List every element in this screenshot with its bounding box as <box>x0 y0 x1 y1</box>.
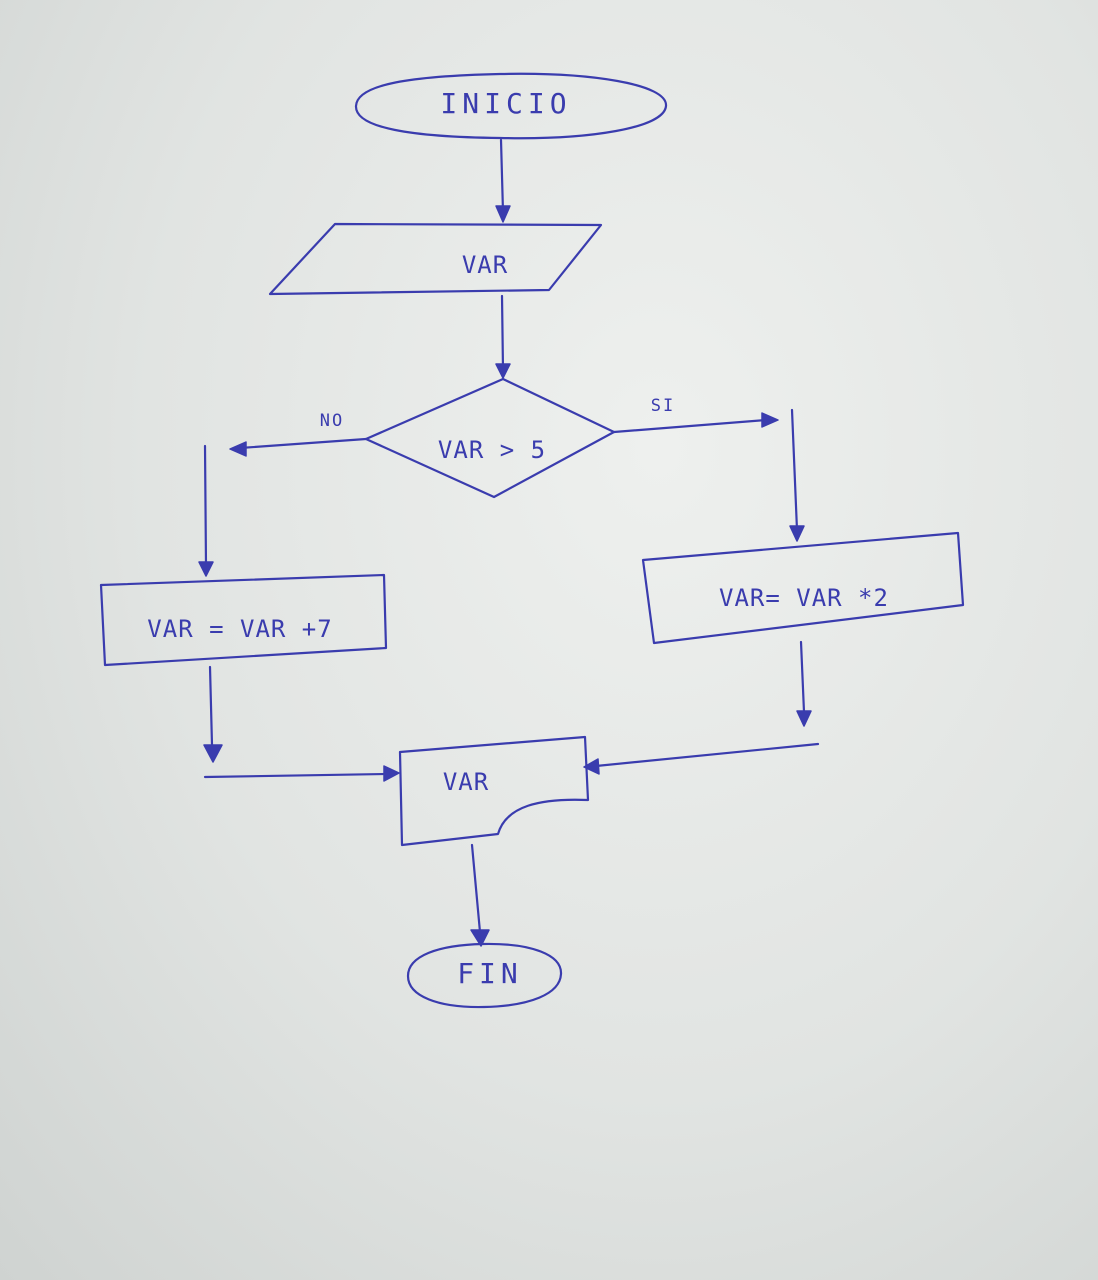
arrow-start-to-input <box>495 138 511 223</box>
end-label: FIN <box>457 957 523 990</box>
output-document: VAR <box>398 735 590 847</box>
process-no-box: VAR = VAR +7 <box>99 573 388 667</box>
decision-label: VAR > 5 <box>438 436 546 464</box>
start-terminator: INICIO <box>354 72 668 140</box>
end-terminator: FIN <box>406 942 563 1009</box>
process-yes-label: VAR= VAR *2 <box>719 584 889 612</box>
branch-no-connector: NO <box>198 411 368 577</box>
input-label: VAR <box>462 251 508 279</box>
branch-yes-label: SI <box>651 396 675 416</box>
decision-diamond: VAR > 5 <box>364 377 616 499</box>
branch-yes-connector: SI <box>612 396 805 542</box>
arrow-output-to-end <box>470 843 490 947</box>
arrow-no-to-output <box>203 665 400 782</box>
output-label: VAR <box>443 768 489 796</box>
start-label: INICIO <box>440 87 571 120</box>
branch-no-label: NO <box>320 411 344 431</box>
arrow-input-to-decision <box>495 294 511 379</box>
process-yes-box: VAR= VAR *2 <box>641 531 965 645</box>
input-parallelogram: VAR <box>268 222 603 296</box>
process-no-label: VAR = VAR +7 <box>147 615 332 643</box>
arrow-yes-to-output <box>583 640 820 775</box>
